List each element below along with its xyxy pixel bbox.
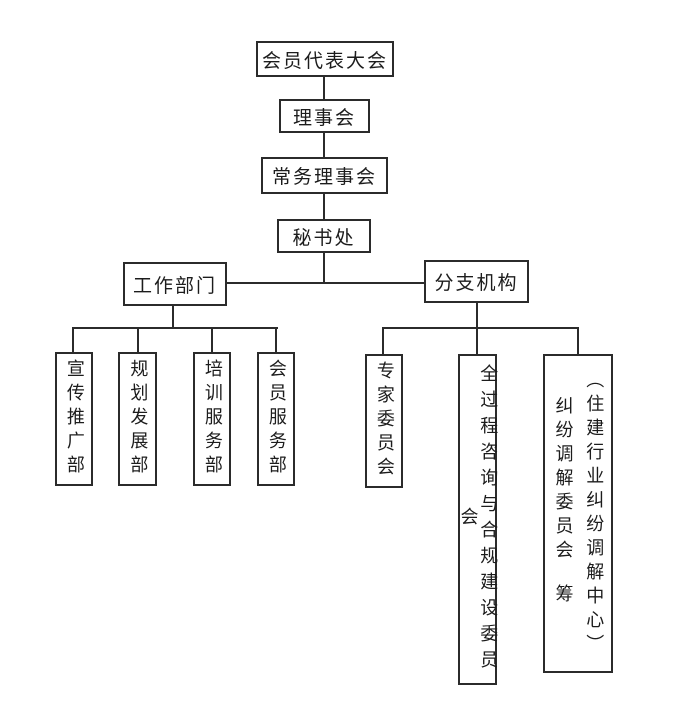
node-dept-publicity: 宣传推广部: [55, 352, 93, 486]
connector-drop-member-service: [275, 329, 277, 352]
node-label: 宣传推广部: [64, 359, 85, 479]
connector-drop-training: [211, 329, 213, 352]
connector-left-rail: [72, 327, 278, 329]
node-label: 纠纷调解委员会筹: [553, 356, 574, 608]
connector-council-standing: [323, 133, 325, 157]
node-label: 专家委员会: [374, 361, 395, 481]
node-branch-organizations: 分支机构: [424, 260, 529, 303]
node-label: 工作部门: [132, 275, 217, 297]
node-work-departments: 工作部门: [123, 262, 227, 306]
connector-drop-planning: [137, 329, 139, 352]
node-label: 全过程咨询与合规建设委员会: [458, 363, 499, 676]
node-dept-training: 培训服务部: [193, 352, 231, 486]
node-dept-planning: 规划发展部: [118, 352, 157, 486]
node-secretariat: 秘书处: [277, 219, 371, 253]
connector-right-rail: [382, 327, 579, 329]
connector-assembly-council: [323, 76, 325, 99]
node-dept-member-service: 会员服务部: [257, 352, 295, 486]
connector-work-riser: [172, 306, 174, 329]
node-label: 分支机构: [434, 273, 519, 294]
connector-groups-horizontal: [227, 282, 425, 284]
connector-drop-expert: [382, 329, 384, 354]
connector-drop-publicity: [72, 329, 74, 352]
connector-secretariat-drop: [323, 253, 325, 284]
connector-drop-consulting: [476, 329, 478, 354]
connector-branch-riser: [476, 302, 478, 328]
node-label: 会员代表大会: [261, 50, 388, 72]
node-expert-committee: 专家委员会: [365, 354, 403, 488]
connector-standing-secretariat: [323, 193, 325, 219]
node-mediation-committee: 纠纷调解委员会筹 （住建行业纠纷调解中心）: [543, 354, 613, 673]
node-label: 培训服务部: [202, 359, 223, 479]
mediation-columns: 纠纷调解委员会筹 （住建行业纠纷调解中心）: [545, 356, 611, 671]
node-standing-council: 常务理事会: [261, 157, 388, 194]
node-label: 规划发展部: [128, 359, 149, 479]
node-council: 理事会: [279, 99, 370, 133]
node-assembly: 会员代表大会: [256, 41, 394, 77]
mediation-name: 纠纷调解委员会: [553, 396, 574, 564]
connector-drop-mediation: [577, 329, 579, 354]
node-label: 理事会: [292, 107, 356, 129]
mediation-annotation: （住建行业纠纷调解中心）: [584, 370, 605, 658]
node-label: 常务理事会: [271, 167, 377, 188]
mediation-status: 筹: [553, 584, 574, 608]
node-label: 秘书处: [292, 227, 356, 249]
node-label: 会员服务部: [266, 359, 287, 479]
node-consulting-committee: 全过程咨询与合规建设委员会: [458, 354, 499, 685]
